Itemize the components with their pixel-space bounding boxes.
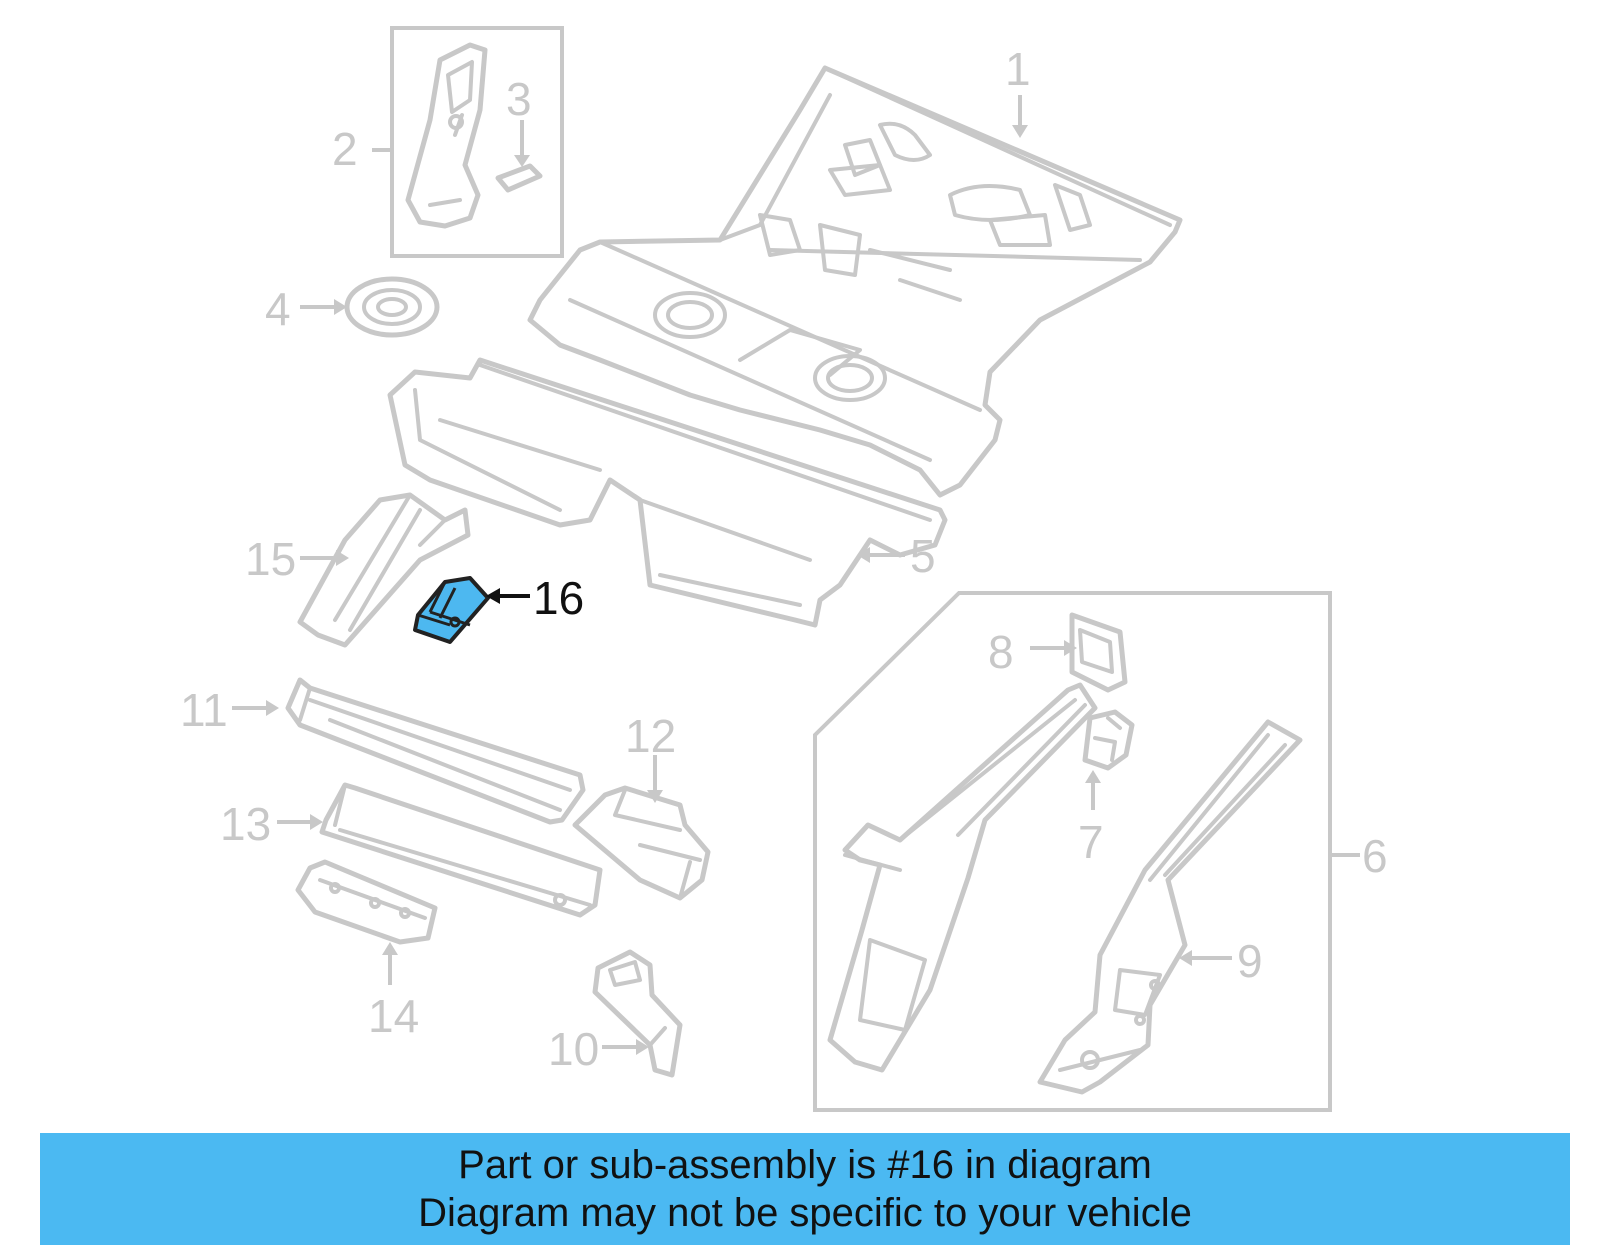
- callout-6: 6: [1362, 830, 1388, 882]
- part-8-bracket[interactable]: [1069, 612, 1128, 693]
- part-6-group-box: [813, 591, 1332, 1112]
- callout-12: 12: [625, 710, 676, 762]
- part-4-plug[interactable]: [344, 276, 440, 338]
- part-6-right-rail[interactable]: [1037, 719, 1303, 1095]
- callout-7: 7: [1078, 816, 1104, 868]
- part-10-bracket[interactable]: [592, 949, 683, 1078]
- callout-10: 10: [548, 1023, 599, 1075]
- callout-13: 13: [220, 798, 271, 850]
- part-7-bracket[interactable]: [1082, 709, 1135, 771]
- part-2-bracket[interactable]: [405, 42, 488, 229]
- part-14-plate[interactable]: [295, 859, 438, 945]
- callout-11: 11: [180, 684, 228, 736]
- part-15-rail[interactable]: [297, 492, 471, 648]
- callout-1: 1: [1005, 43, 1031, 95]
- part-6-left-rail[interactable]: [827, 682, 1098, 1073]
- part-1-rear-floor-pan[interactable]: [527, 65, 1183, 498]
- callout-14: 14: [368, 990, 419, 1042]
- part-5-crossmember[interactable]: [387, 357, 948, 628]
- part-13-crossmember[interactable]: [319, 782, 603, 918]
- part-3-clip[interactable]: [495, 163, 543, 193]
- part-16-bracket-highlighted[interactable]: [413, 576, 490, 644]
- callout-8: 8: [988, 626, 1014, 678]
- part-2-group-box: [390, 26, 564, 258]
- callout-4: 4: [265, 283, 291, 335]
- part-11-member[interactable]: [285, 677, 586, 825]
- callout-9: 9: [1237, 935, 1263, 987]
- callout-5: 5: [910, 530, 936, 582]
- banner-line-disclaimer: Diagram may not be specific to your vehi…: [418, 1191, 1192, 1235]
- callout-3: 3: [506, 73, 532, 125]
- info-banner: Part or sub-assembly is #16 in diagram D…: [40, 1133, 1570, 1245]
- callout-16: 16: [533, 572, 584, 624]
- banner-line-part: Part or sub-assembly is #16 in diagram: [458, 1143, 1152, 1187]
- callout-2: 2: [332, 123, 358, 175]
- callout-15: 15: [245, 533, 296, 585]
